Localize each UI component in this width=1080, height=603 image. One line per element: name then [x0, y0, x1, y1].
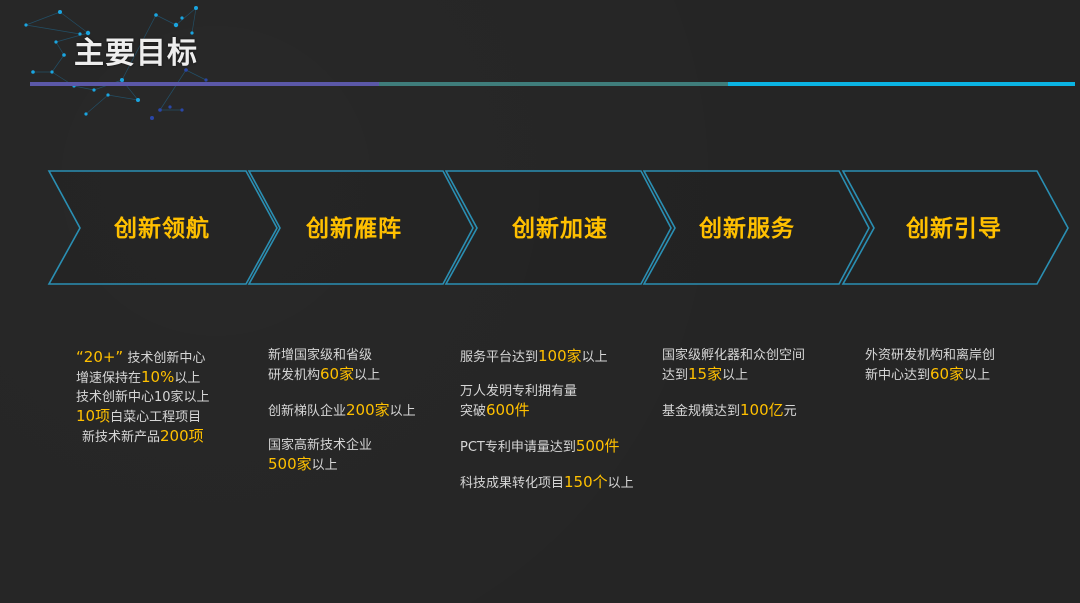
goal-column-2: 新增国家级和省级 研发机构60家以上 创新梯队企业200家以上 国家高新技术企业…: [268, 347, 416, 491]
page-title: 主要目标: [74, 36, 198, 71]
goal-item: 国家级孵化器和众创空间 达到15家以上: [662, 348, 806, 383]
goal-line: 10项白菜心工程项目: [76, 407, 202, 425]
goal-item: 外资研发机构和离岸创 新中心达到60家以上: [865, 348, 996, 383]
title-rule-segment-1: [30, 82, 379, 86]
goal-line: 新技术新产品200项: [82, 427, 204, 445]
goal-item: 创新梯队企业200家以上: [268, 401, 416, 419]
goal-line: 技术创新中心10家以上: [76, 390, 210, 405]
goal-line: 增速保持在10%以上: [76, 368, 201, 386]
chevron-label-innovation-service: 创新服务: [699, 216, 795, 242]
chevron-label-innovation-acceleration: 创新加速: [512, 216, 608, 242]
goal-column-3: 服务平台达到100家以上 万人发明专利拥有量 突破600件 PCT专利申请量达到…: [460, 347, 634, 509]
goal-item: 新增国家级和省级 研发机构60家以上: [268, 348, 381, 383]
title-rule-segment-2: [379, 82, 728, 86]
chevron-label-innovation-guidance: 创新引导: [906, 216, 1002, 242]
title-rule-segment-3: [728, 82, 1075, 86]
chevron-shape-4: [642, 170, 870, 285]
chevron-label-innovation-pilot: 创新领航: [114, 216, 210, 242]
goal-line: “20+” 技术创新中心: [76, 348, 206, 366]
chevron-shape-2: [247, 170, 474, 285]
goal-item: 万人发明专利拥有量 突破600件: [460, 384, 578, 419]
chevron-shape-3: [444, 170, 672, 285]
goal-column-5: 外资研发机构和离岸创 新中心达到60家以上: [865, 347, 995, 401]
goal-item: 国家高新技术企业 500家以上: [268, 438, 373, 473]
goal-item: 基金规模达到100亿元: [662, 401, 797, 419]
goal-item: PCT专利申请量达到500件: [460, 437, 620, 455]
chevron-shape-5: [841, 170, 1069, 285]
goal-item: 服务平台达到100家以上: [460, 347, 608, 365]
goal-item: 科技成果转化项目150个以上: [460, 473, 634, 491]
goal-column-4: 国家级孵化器和众创空间 达到15家以上 基金规模达到100亿元: [662, 347, 805, 437]
chevron-label-innovation-flock: 创新雁阵: [306, 216, 402, 242]
chevron-shape-1: [47, 170, 278, 285]
goal-column-1: “20+” 技术创新中心 增速保持在10%以上 技术创新中心10家以上 10项白…: [76, 348, 210, 447]
